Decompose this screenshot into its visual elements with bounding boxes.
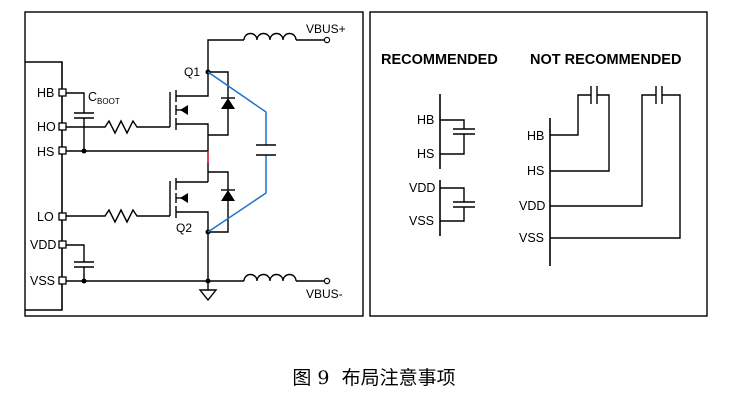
- bulk-capacitor-loop: [207, 71, 276, 233]
- pin-box-hb: [58, 88, 67, 97]
- pin-label-hb: HB: [37, 86, 54, 100]
- rec-pin-hb: HB: [417, 113, 434, 127]
- vbus-minus-inductor: [243, 273, 297, 282]
- notrec-pin-hb: HB: [527, 129, 544, 143]
- not-recommended-example: [549, 86, 681, 266]
- vss-junction-dot: [81, 278, 87, 284]
- rec-pin-vss: VSS: [409, 214, 434, 228]
- vbus-plus-inductor: [243, 32, 297, 41]
- pin-box-ho: [58, 122, 67, 131]
- q1-body-diode: [208, 71, 235, 136]
- hs-junction-dot: [81, 148, 87, 154]
- right-panel-border: [369, 11, 708, 317]
- q2-body-diode: [208, 171, 235, 233]
- q1-mosfet: [169, 72, 209, 151]
- pin-box-vss: [58, 276, 67, 285]
- rec-pin-hs: HS: [417, 147, 434, 161]
- q2-mosfet: [169, 178, 209, 232]
- pin-box-lo: [58, 212, 67, 221]
- recommended-example: [439, 94, 475, 236]
- vbus-plus-terminal: [323, 36, 331, 44]
- figure-caption: 图 9 布局注意事项: [292, 367, 455, 389]
- vbus-minus-label: VBUS-: [306, 287, 343, 301]
- notrec-pin-vss: VSS: [519, 231, 544, 245]
- cboot-label: CBOOT: [88, 90, 120, 106]
- vbus-minus-terminal: [323, 277, 331, 285]
- pin-label-vdd: VDD: [30, 238, 56, 252]
- vdd-capacitor: [66, 244, 94, 281]
- pin-label-hs: HS: [37, 145, 54, 159]
- pin-label-vss: VSS: [30, 274, 55, 288]
- vbus-plus-wire: [207, 39, 244, 72]
- notrec-pin-vdd: VDD: [519, 199, 545, 213]
- cboot-capacitor: [66, 92, 94, 151]
- recommended-title: RECOMMENDED: [381, 52, 498, 68]
- q2-label: Q2: [176, 221, 192, 235]
- pin-box-hs: [58, 146, 67, 155]
- lo-gate-resistor: [66, 208, 170, 224]
- ic-outline: [25, 61, 63, 311]
- q1-label: Q1: [184, 65, 200, 79]
- pin-label-ho: HO: [37, 120, 56, 134]
- pin-box-vdd: [58, 240, 67, 249]
- right-panel: RECOMMENDED NOT RECOMMENDED HB HS VDD VS…: [369, 11, 708, 317]
- ground-icon: [198, 289, 218, 302]
- pin-label-lo: LO: [37, 210, 54, 224]
- rec-pin-vdd: VDD: [409, 181, 435, 195]
- ho-gate-resistor: [66, 119, 170, 135]
- vbus-plus-label: VBUS+: [306, 22, 346, 36]
- left-panel: HB HO HS LO VDD VSS CBOOT Q1: [24, 11, 364, 317]
- left-panel-border: [24, 11, 364, 317]
- notrec-pin-hs: HS: [527, 164, 544, 178]
- not-recommended-title: NOT RECOMMENDED: [530, 52, 681, 68]
